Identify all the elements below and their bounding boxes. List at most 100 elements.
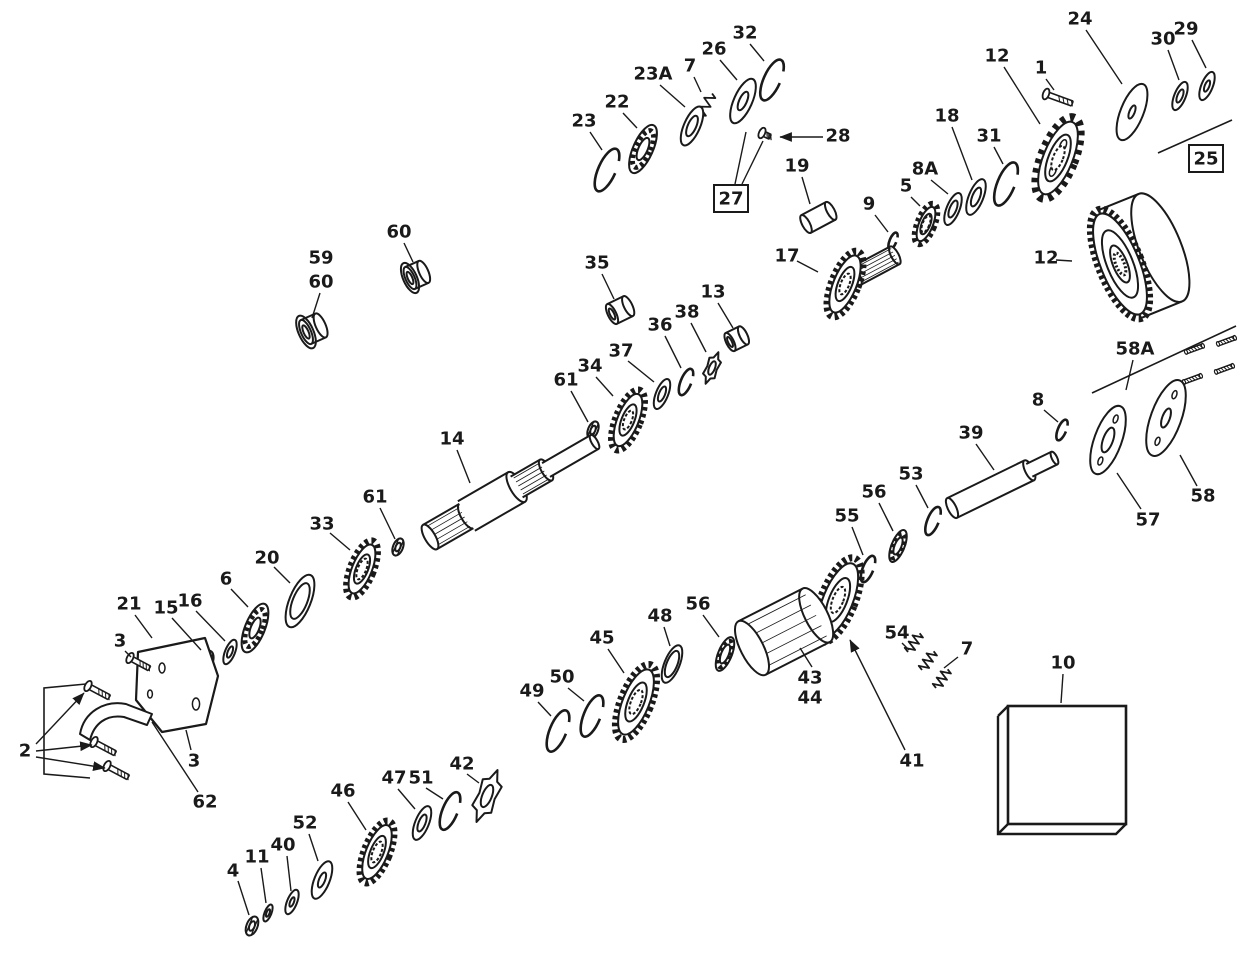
part-label-14: 14 [439,429,464,450]
leader-line-3 [185,729,192,751]
leader-line-38 [690,322,707,353]
leader-line-27 [741,140,764,185]
leader-line-57 [1116,472,1142,510]
part-label-51: 51 [408,768,433,789]
snap-ring-31 [992,161,1020,207]
screw-3 [125,651,152,672]
leader-line-23A [659,84,686,108]
sprocket-12 [1031,113,1085,203]
leader-line-58 [1179,454,1198,487]
part-label-31: 31 [976,126,1001,147]
washer-52 [310,860,334,900]
leader-line-43 [799,647,813,668]
part-label-56: 56 [685,594,710,615]
leader-line-6 [230,588,249,608]
part-label-9: 9 [863,194,876,215]
part-label-50: 50 [549,667,574,688]
part-label-23: 23 [571,111,596,132]
leader-line-54 [901,642,910,651]
part-label-8: 8 [1032,390,1045,411]
race-48 [660,644,684,684]
part-label-13: 13 [700,282,725,303]
leader-line-61 [570,390,589,423]
part-label-32: 32 [732,23,757,44]
part-label-27: 27 [718,189,743,210]
gear-34 [608,386,648,454]
leader-line-29 [1191,39,1207,69]
leader-line-56 [702,614,720,638]
part-label-10: 10 [1050,653,1075,674]
washer-8A [943,192,963,226]
leader-line-19 [801,176,811,205]
bearing-6 [240,602,270,654]
bushing-13 [723,325,751,353]
leader-line-50 [567,687,585,702]
plate-40 [284,888,300,916]
part-label-59: 59 [308,248,333,269]
part-label-12: 12 [984,46,1009,67]
leader-line-7 [943,656,959,669]
leader-line-2 [35,741,93,752]
leader-line-33 [329,532,351,551]
spring-7-b [931,668,952,689]
ring-53 [923,505,943,537]
leader-line-11 [260,867,267,904]
part-label-48: 48 [647,606,672,627]
ring-50 [579,694,605,738]
bracket-2 [43,683,91,779]
leader-line-56 [878,502,894,532]
leader-line-3 [124,650,132,658]
leader-line-47 [397,788,416,810]
leader-line-9 [874,214,889,233]
part-label-12: 12 [1033,248,1058,269]
screw-2a [83,679,112,701]
leader-line-23 [589,131,603,151]
race-20 [284,573,316,629]
part-label-53: 53 [898,464,923,485]
part-label-22: 22 [604,92,629,113]
leader-line-27 [734,131,747,185]
leader-line-22 [622,112,638,129]
part-label-58: 58 [1190,486,1215,507]
washer-16 [222,638,238,666]
parts-layer [79,58,1238,937]
part-label-43: 43 [797,668,822,689]
leader-line-13 [717,302,734,329]
part-label-30: 30 [1150,29,1175,50]
leader-line-20 [273,566,291,584]
leader-line-17 [796,260,819,273]
part-label-7: 7 [961,639,974,660]
bearing-56-a [888,529,908,563]
part-label-4: 4 [227,861,240,882]
leader-line-8A [930,179,949,195]
countershaft-39 [944,450,1060,520]
part-label-41: 41 [899,751,924,772]
leader-line-34 [595,376,614,397]
leader-line-46 [347,801,367,831]
gear-45 [611,660,661,744]
part-label-56: 56 [861,482,886,503]
nut-61-b [391,537,405,557]
leader-line-42 [466,773,480,784]
part-label-62: 62 [192,792,217,813]
leader-line-51 [425,787,444,800]
ring-55 [859,554,877,584]
part-label-44: 44 [797,688,822,709]
part-label-40: 40 [270,835,295,856]
plate-57 [1089,404,1127,476]
leader-line-15 [171,617,202,651]
part-label-46: 46 [330,781,355,802]
leader-line-61 [379,507,396,540]
pin-28 [757,126,772,141]
part-label-15: 15 [153,598,178,619]
part-label-38: 38 [674,302,699,323]
part-label-19: 19 [784,156,809,177]
leader-line-12 [1003,66,1041,125]
key-19 [799,200,838,235]
part-label-23A: 23A [634,64,673,85]
part-label-3: 3 [188,751,201,772]
leader-line-26 [719,59,738,81]
nut-29 [1198,70,1216,102]
leader-line-2 [35,692,85,745]
